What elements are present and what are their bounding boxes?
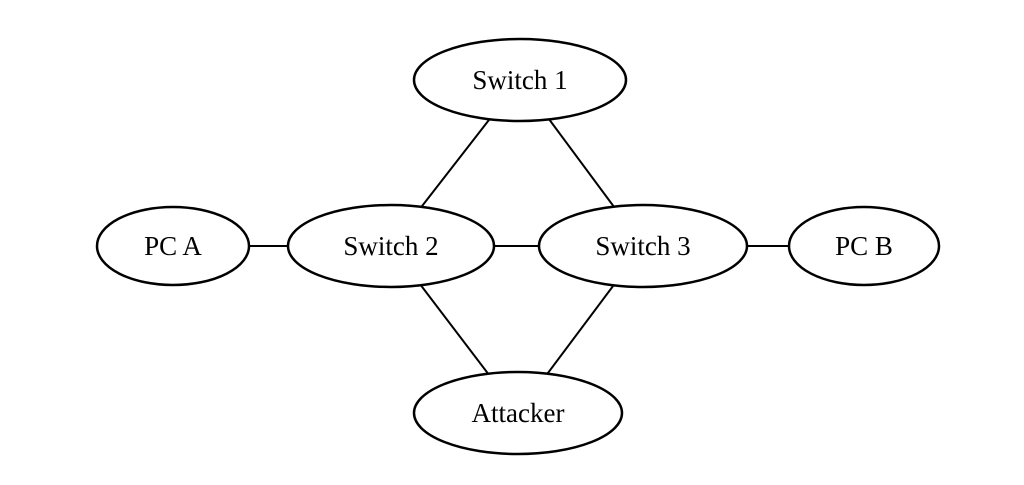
node-label-switch-3: Switch 3 (595, 231, 690, 261)
node-label-switch-1: Switch 1 (472, 65, 567, 95)
node-switch-2: Switch 2 (286, 203, 496, 289)
node-ellipse-pc-b (787, 205, 941, 287)
node-ellipse-switch-2 (286, 203, 496, 289)
node-label-switch-2: Switch 2 (343, 231, 438, 261)
node-switch-1: Switch 1 (412, 37, 628, 123)
node-label-pc-b: PC B (835, 231, 893, 261)
node-ellipse-switch-3 (537, 203, 749, 289)
node-label-attacker: Attacker (472, 398, 565, 428)
node-switch-3: Switch 3 (537, 203, 749, 289)
node-ellipse-switch-1 (412, 37, 628, 123)
node-ellipse-attacker (412, 370, 624, 456)
node-label-pc-a: PC A (144, 231, 202, 261)
node-attacker: Attacker (412, 370, 624, 456)
node-ellipse-pc-a (95, 205, 251, 287)
node-pc-a: PC A (95, 205, 251, 287)
node-pc-b: PC B (787, 205, 941, 287)
